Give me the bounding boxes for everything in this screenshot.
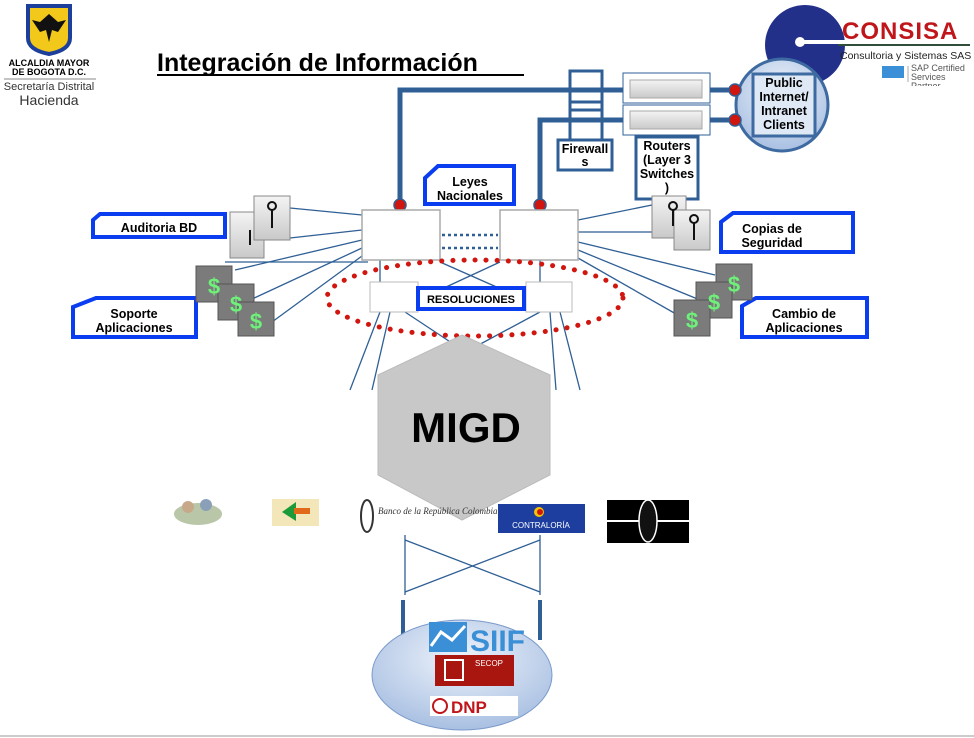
page-title: Integración de Información <box>157 49 478 77</box>
svg-text:$: $ <box>250 309 262 334</box>
svg-text:SIIF: SIIF <box>470 625 525 658</box>
svg-text:$: $ <box>728 272 740 297</box>
key-icon <box>249 201 699 245</box>
sap-certification: SAP Certified Services Partner <box>911 64 965 86</box>
sap-badge <box>882 66 904 78</box>
node-small-right <box>525 281 573 313</box>
svg-text:$: $ <box>686 308 698 333</box>
svg-text:Auditoria BD: Auditoria BD <box>121 221 197 235</box>
svg-text:SECOP: SECOP <box>475 659 503 668</box>
partner-name: CONSISA <box>842 18 958 45</box>
entity-logo-black <box>607 499 689 543</box>
entity-logo-people <box>174 499 222 525</box>
banco-republica-logo: Banco de la República Colombia <box>360 499 498 533</box>
org-logo-line1: ALCALDIA MAYOR <box>9 58 90 68</box>
dollar-icon: $ $ $ $ $ $ <box>208 272 740 334</box>
server-right <box>499 209 579 261</box>
firewall-label-box <box>556 138 614 172</box>
partner-subtitle: Consultoria y Sistemas SAS <box>840 50 971 62</box>
server-left <box>361 209 441 261</box>
svg-text:$: $ <box>708 290 720 315</box>
svg-text:DNP: DNP <box>451 698 487 717</box>
server-interconnect <box>442 233 498 250</box>
resoluciones-boundary <box>324 257 626 339</box>
node-small-left <box>369 281 419 313</box>
secop-logo: SECOP <box>435 655 514 686</box>
routers-label-box <box>634 135 700 201</box>
router-devices <box>622 72 735 136</box>
firewall <box>568 69 604 143</box>
org-logo-line2: DE BOGOTA D.C. <box>12 67 86 77</box>
contraloria-logo: CONTRALORÍA <box>498 504 585 533</box>
resoluciones-label: RESOLUCIONES <box>416 286 526 311</box>
connection-dots <box>393 83 742 212</box>
migd-core: MIGD <box>377 334 551 521</box>
auditoria-label: Auditoria BD <box>91 212 227 239</box>
svg-text:MIGD: MIGD <box>411 404 521 451</box>
bottom-links <box>404 535 541 595</box>
svg-text:RESOLUCIONES: RESOLUCIONES <box>427 294 515 306</box>
alcaldia-logo: ALCALDIA MAYOR DE BOGOTA D.C. Secretaría… <box>4 4 96 108</box>
dnp-logo: DNP <box>430 696 518 717</box>
svg-text:Banco de la República Colombia: Banco de la República Colombia <box>378 506 498 516</box>
public-clients-label: Public Internet/ Intranet Clients <box>759 76 809 132</box>
svg-text:$: $ <box>208 274 220 299</box>
siif-logo: SIIF <box>429 622 525 658</box>
svg-text:$: $ <box>230 292 242 317</box>
org-logo-line4: Hacienda <box>19 92 78 108</box>
network-links <box>225 202 716 391</box>
government-systems-node: SIIF SECOP DNP <box>371 619 553 731</box>
public-clients-node: Public Internet/ Intranet Clients <box>734 57 830 153</box>
org-logo-line3: Secretaría Distrital <box>4 81 94 93</box>
svg-text:CONTRALORÍA: CONTRALORÍA <box>512 521 570 530</box>
entity-logo-arrow <box>272 499 319 526</box>
dollar-server-icon <box>195 263 753 337</box>
